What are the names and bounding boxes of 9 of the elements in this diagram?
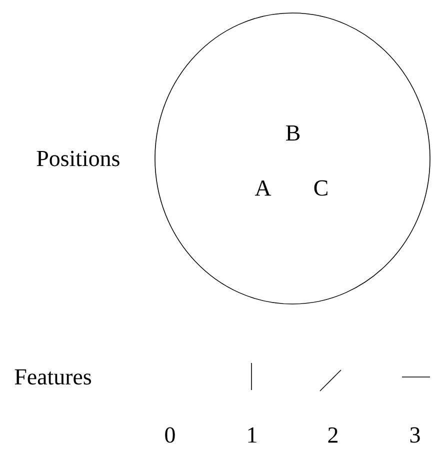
column-number: 3 — [410, 427, 420, 443]
row-label: Features — [14, 369, 91, 385]
row-label: Positions — [36, 150, 120, 166]
letter-label: A — [254, 180, 272, 196]
letter-label: C — [314, 180, 328, 196]
column-number: 1 — [248, 427, 256, 443]
column-number: 2 — [328, 427, 338, 443]
column-number: 0 — [165, 427, 175, 443]
letter-label: B — [286, 125, 300, 141]
